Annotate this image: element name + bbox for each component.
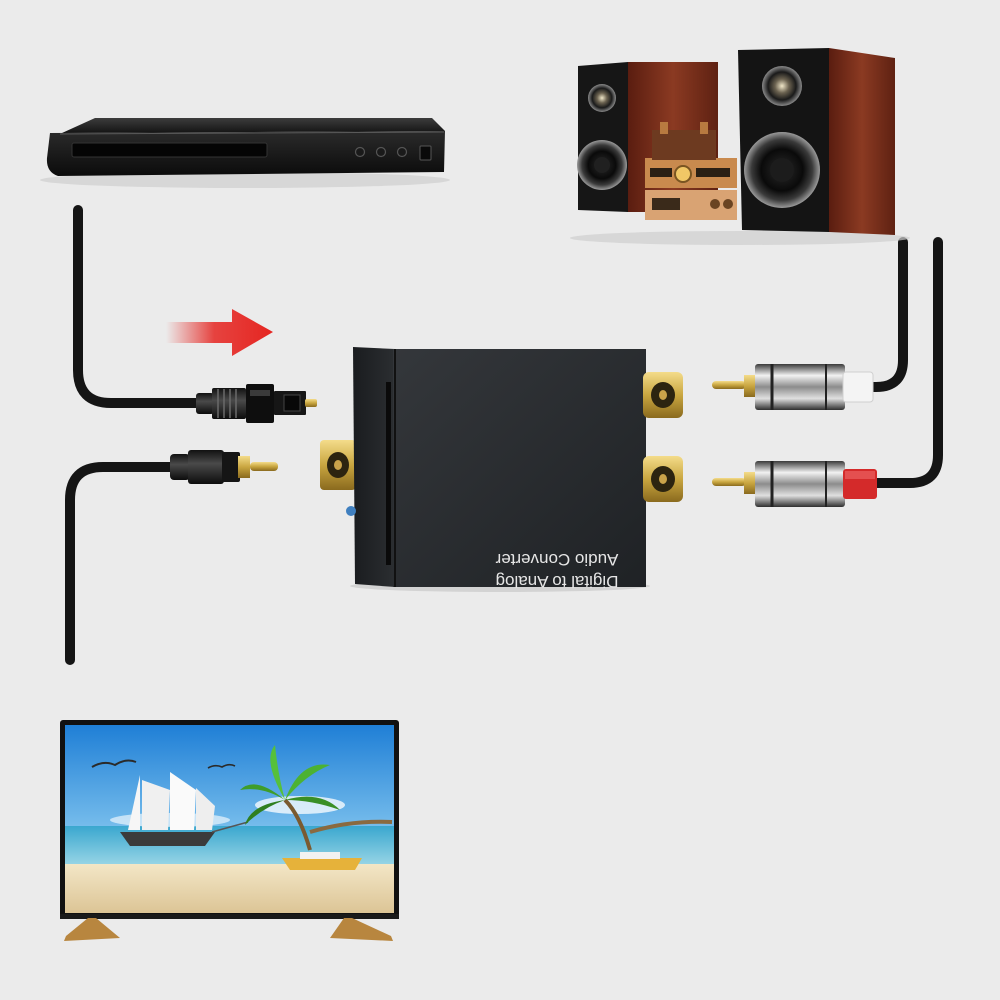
coaxial-cable [65,462,177,665]
speaker-cable-left [840,237,908,392]
converter-front-panel [393,349,646,587]
speaker-cable-right [871,237,943,488]
rca-plug-red [712,461,877,507]
dvd-button-1 [354,146,366,158]
tv-stand-right [330,918,393,941]
rca-output-jack-right [643,456,683,502]
dvd-disc-tray [71,142,268,158]
stereo-speaker-system [570,48,910,245]
dvd-top-panel [62,118,445,133]
tv-stand-left [64,918,120,941]
converter-label-line2: Audio Converter [495,550,618,569]
ship-image [120,772,249,846]
palm-tree-image [240,745,393,851]
speaker-right [738,48,895,235]
converter-label-line1: Digital to Analog [496,572,619,591]
flat-screen-tv [60,720,399,941]
power-led [346,506,356,516]
rca-output-jack-left [643,372,683,418]
converter-box: Digital to Analog Audio Converter [320,347,683,592]
dvd-button-3 [396,146,408,158]
rca-plug-icon [170,450,278,484]
tv-screen [65,725,394,913]
arrow-right-icon [166,309,273,356]
optical-plug-icon [196,384,317,423]
amplifier [645,122,737,220]
coaxial-input-jack [320,440,356,490]
rca-plug-white [712,364,874,410]
converter-side-panel [353,347,395,587]
cables [65,205,943,665]
tweeter-left [588,84,616,112]
dvd-usb-port [419,145,432,161]
boat-image [282,852,362,870]
optical-cable [73,205,205,408]
dvd-button-2 [375,146,387,158]
dvd-player [40,118,450,188]
tweeter-right [762,66,802,106]
